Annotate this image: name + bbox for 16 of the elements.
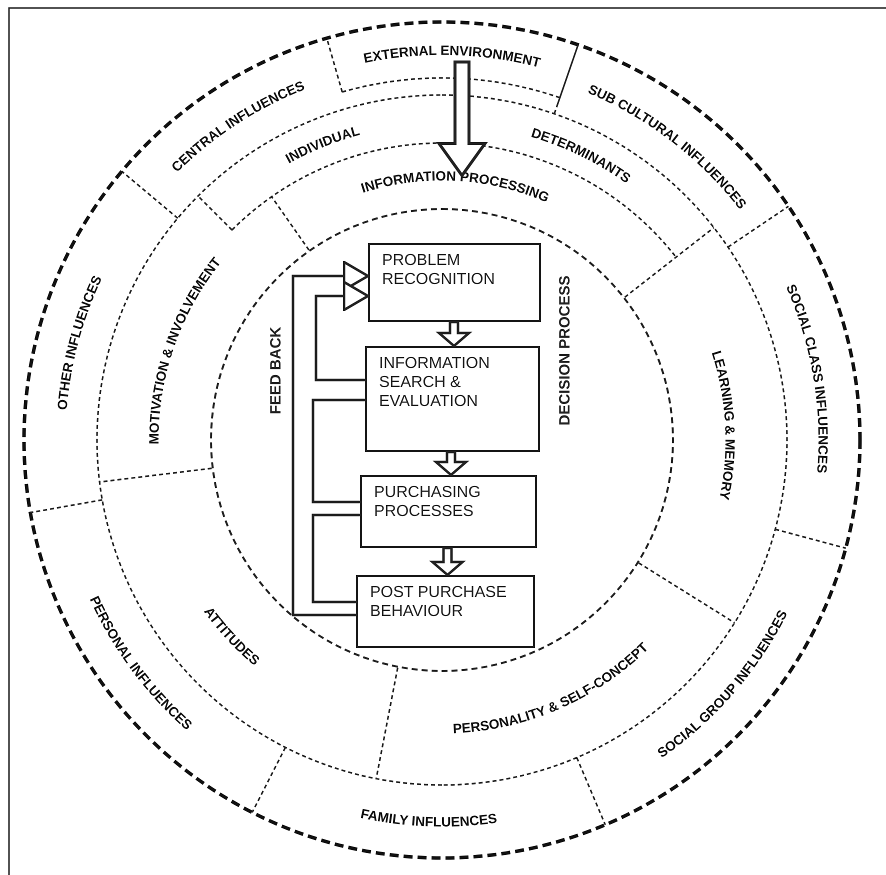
block-arrow <box>436 60 488 178</box>
block-arrow <box>429 546 466 577</box>
connector-line <box>312 514 360 604</box>
process-box: POST PURCHASE BEHAVIOUR <box>356 575 535 648</box>
circle-title: DECISION PROCESS <box>556 274 574 426</box>
edge-label: FEED BACK <box>267 326 284 414</box>
connector-line <box>312 398 365 504</box>
feedback-arrow <box>292 260 370 616</box>
block-arrow <box>432 450 470 477</box>
feedback-arrow <box>314 280 370 382</box>
block-arrow <box>436 320 472 348</box>
process-box: INFORMATION SEARCH & EVALUATION <box>365 346 540 452</box>
ring-label: FAMILY INFLUENCES <box>359 806 498 830</box>
process-box: PROBLEM RECOGNITION <box>368 243 541 322</box>
process-box: PURCHASING PROCESSES <box>360 475 537 548</box>
ring-label: EXTERNAL ENVIRONMENT <box>362 42 542 70</box>
